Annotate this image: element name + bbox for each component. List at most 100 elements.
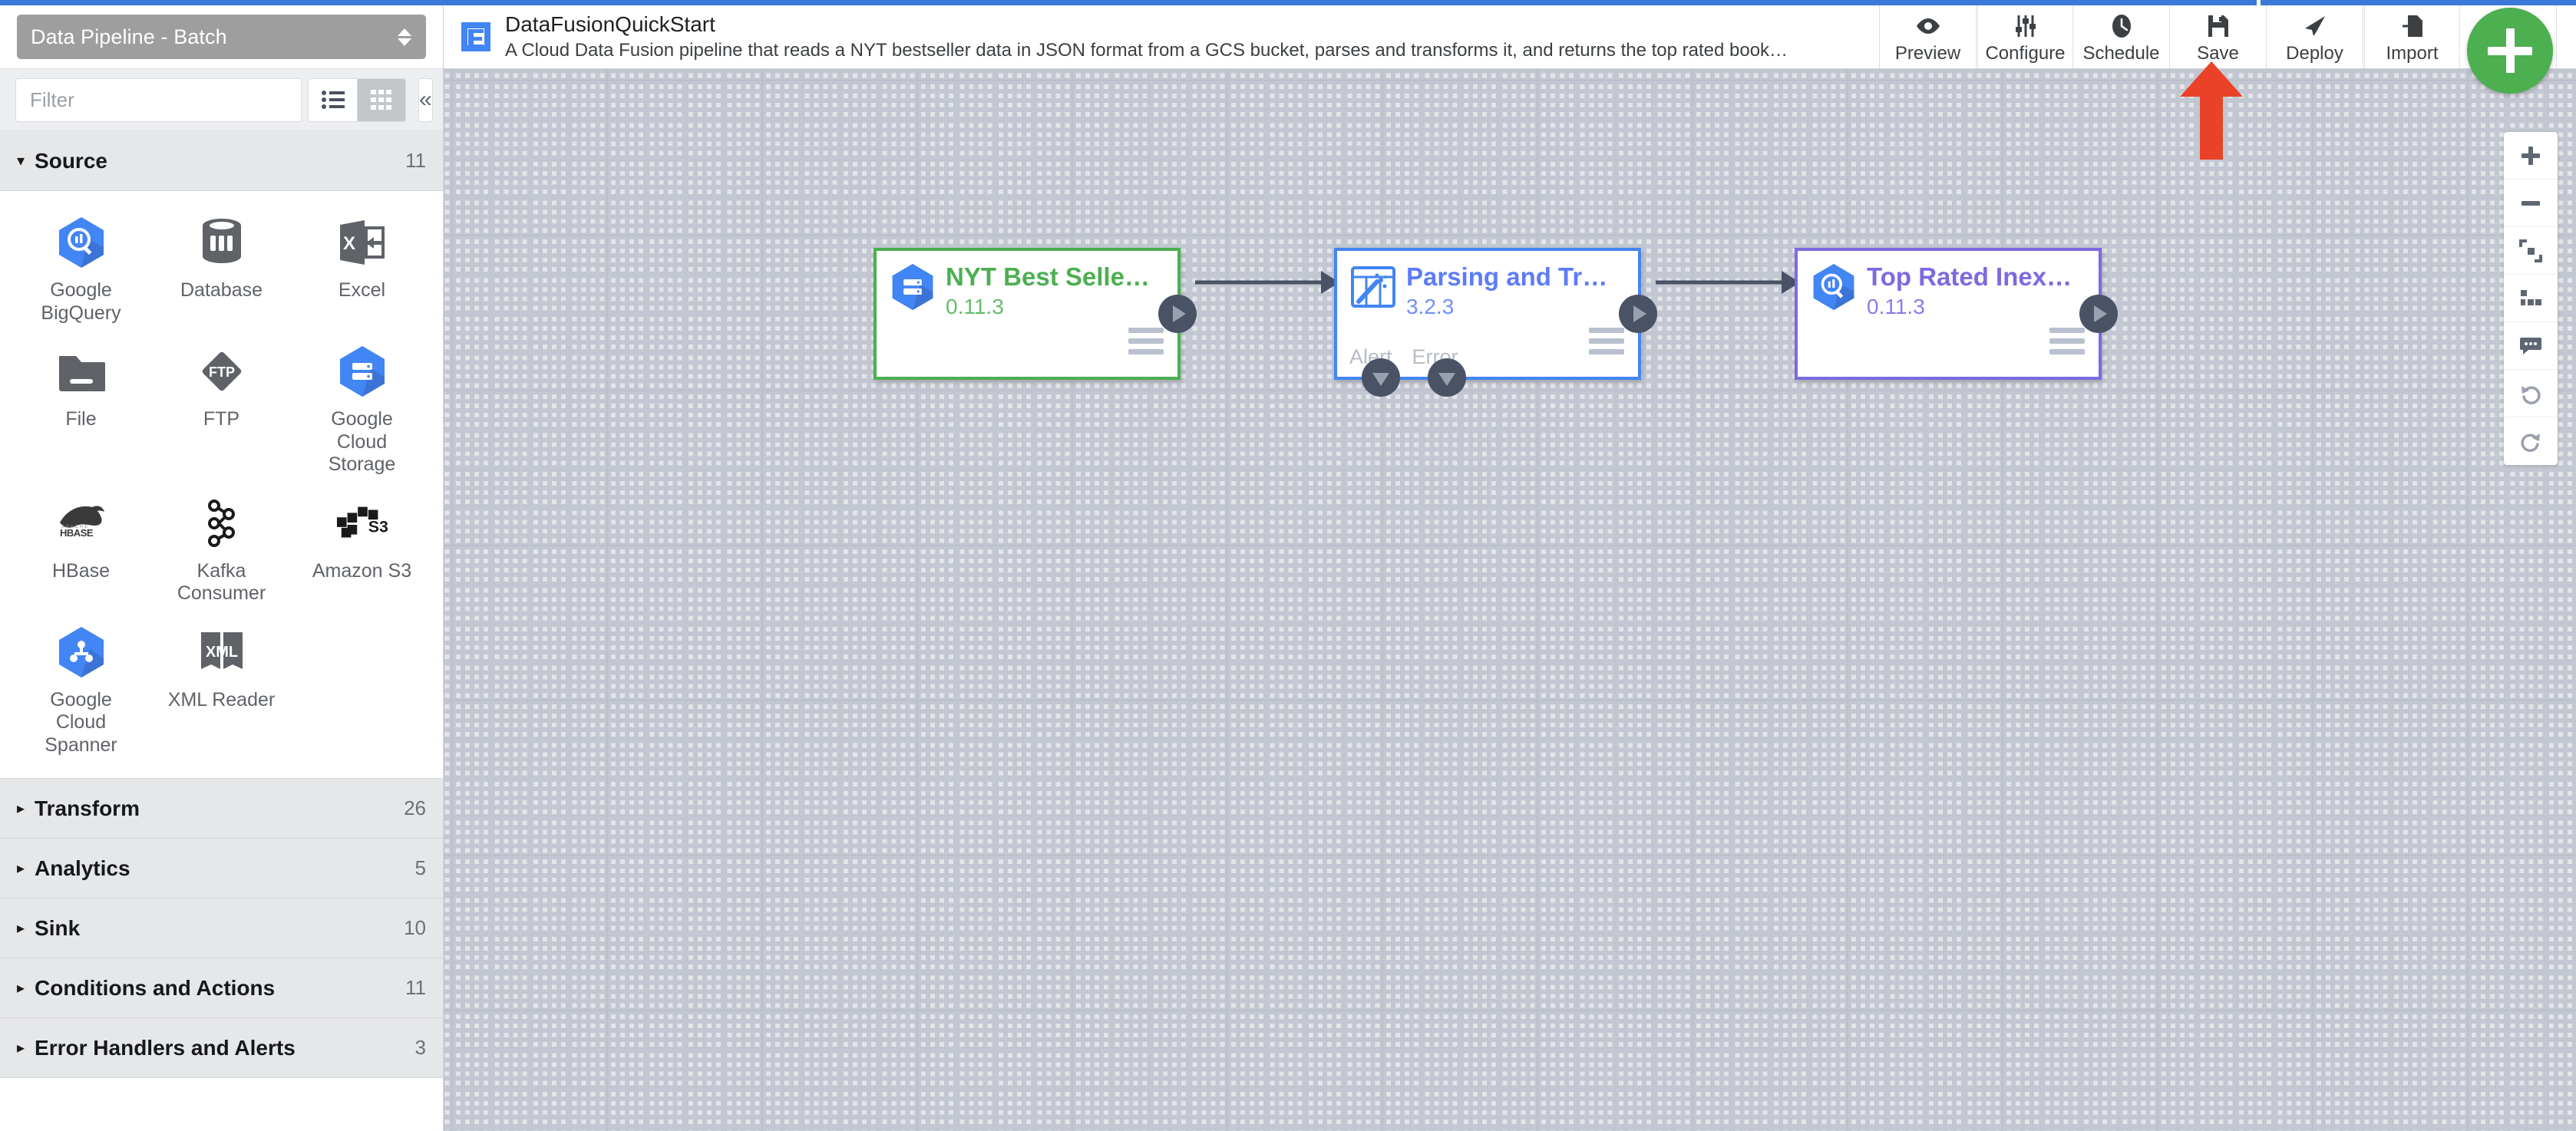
node-version: 0.11.3 bbox=[1867, 294, 1925, 318]
xml-reader-icon: XML bbox=[195, 625, 249, 679]
google-cloud-storage-icon bbox=[892, 263, 933, 311]
plus-icon bbox=[2522, 146, 2540, 165]
pipeline-canvas[interactable]: NYT Best Selle… 0.11.3 Parsing and Tr… 3… bbox=[444, 69, 2576, 1131]
node-error-port[interactable] bbox=[1428, 358, 1466, 397]
fit-screen-icon bbox=[2519, 239, 2542, 262]
deploy-button[interactable]: Deploy bbox=[2266, 5, 2363, 68]
plugin-hbase[interactable]: HBASE APACHE HBase bbox=[11, 489, 151, 612]
google-bigquery-icon bbox=[54, 216, 108, 269]
node-output-port[interactable] bbox=[2079, 295, 2118, 333]
plugin-kafka-consumer[interactable]: Kafka Consumer bbox=[151, 489, 292, 612]
node-header: Parsing and Tr… 3.2.3 bbox=[1337, 251, 1638, 320]
chevron-double-left-icon: « bbox=[419, 87, 432, 112]
import-file-icon bbox=[2402, 13, 2423, 39]
google-bigquery-icon bbox=[1813, 263, 1854, 311]
node-header: NYT Best Selle… 0.11.3 bbox=[877, 251, 1177, 320]
section-count: 26 bbox=[404, 796, 426, 819]
pipeline-node-nyt-best-sellers[interactable]: NYT Best Selle… 0.11.3 bbox=[874, 248, 1197, 380]
button-label: Configure bbox=[1985, 42, 2066, 64]
import-button[interactable]: Import bbox=[2363, 5, 2459, 68]
fit-to-screen-button[interactable] bbox=[2504, 227, 2558, 275]
node-title: Parsing and Tr… bbox=[1406, 262, 1608, 291]
node-version: 0.11.3 bbox=[946, 294, 1004, 318]
sidebar-section-source[interactable]: ▾ Source 11 bbox=[0, 131, 443, 191]
section-label: Analytics bbox=[35, 856, 130, 880]
data-fusion-logo-icon bbox=[461, 22, 490, 51]
plugin-amazon-s3[interactable]: S3 Amazon S3 bbox=[292, 489, 432, 612]
chevron-right-icon: ▸ bbox=[17, 1039, 25, 1057]
plugin-xml-reader[interactable]: XML XML Reader bbox=[151, 618, 292, 763]
kafka-icon bbox=[195, 496, 249, 550]
plugin-database[interactable]: Database bbox=[151, 208, 292, 331]
plugin-file[interactable]: File bbox=[11, 337, 151, 483]
plugin-label: Excel bbox=[338, 279, 386, 301]
redo-button[interactable] bbox=[2504, 417, 2558, 465]
svg-text:S3: S3 bbox=[368, 517, 388, 536]
hamburger-menu-icon[interactable] bbox=[1128, 328, 1164, 360]
plugin-label: HBase bbox=[51, 559, 111, 582]
undo-button[interactable] bbox=[2504, 370, 2558, 417]
pipeline-type-select[interactable]: Data Pipeline - Batch bbox=[17, 15, 426, 59]
zoom-in-button[interactable] bbox=[2504, 132, 2558, 180]
button-label: Preview bbox=[1894, 42, 1961, 64]
preview-button[interactable]: Preview bbox=[1879, 5, 1976, 68]
plugin-label: File bbox=[65, 408, 97, 430]
plugin-ftp[interactable]: FTP FTP bbox=[151, 337, 292, 483]
sidebar-section-error-handlers-and-alerts[interactable]: ▸ Error Handlers and Alerts 3 bbox=[0, 1018, 443, 1078]
section-label: Transform bbox=[35, 796, 140, 820]
save-button[interactable]: Save bbox=[2169, 5, 2266, 68]
configure-button[interactable]: Configure bbox=[1976, 5, 2072, 68]
chevron-right-icon: ▸ bbox=[17, 979, 25, 997]
svg-text:FTP: FTP bbox=[209, 364, 235, 380]
pipeline-node-top-rated-inexpensive[interactable]: Top Rated Inex… 0.11.3 bbox=[1795, 248, 2118, 380]
apache-hbase-icon: HBASE APACHE bbox=[54, 496, 108, 550]
node-output-port[interactable] bbox=[1619, 295, 1657, 333]
section-count: 3 bbox=[414, 1036, 426, 1059]
zoom-out-button[interactable] bbox=[2504, 180, 2558, 227]
sidebar-collapse-button[interactable]: « bbox=[418, 77, 433, 122]
redo-icon bbox=[2521, 434, 2540, 452]
top-accent-bar bbox=[0, 0, 2576, 5]
node-header: Top Rated Inex… 0.11.3 bbox=[1798, 251, 2099, 320]
sidebar-section-conditions-and-actions[interactable]: ▸ Conditions and Actions 11 bbox=[0, 958, 443, 1018]
schedule-button[interactable]: Schedule bbox=[2072, 5, 2169, 68]
plugin-excel[interactable]: X Excel bbox=[292, 208, 432, 331]
comments-button[interactable] bbox=[2504, 322, 2558, 370]
svg-text:XML: XML bbox=[205, 644, 237, 661]
chevron-right-icon: ▸ bbox=[17, 919, 25, 937]
plugin-label: Google Cloud Spanner bbox=[45, 688, 117, 756]
canvas-tool-strip bbox=[2504, 132, 2558, 465]
undo-icon bbox=[2522, 385, 2541, 404]
chevron-right-icon: ▸ bbox=[17, 859, 25, 877]
source-plugin-grid: Google BigQuery Database bbox=[0, 191, 443, 779]
chevron-down-icon: ▾ bbox=[17, 152, 25, 170]
button-label: Import bbox=[2386, 42, 2439, 64]
grid-view-icon bbox=[371, 90, 391, 110]
hamburger-menu-icon[interactable] bbox=[1589, 328, 1624, 360]
svg-text:APACHE: APACHE bbox=[61, 525, 89, 529]
sidebar-section-transform[interactable]: ▸ Transform 26 bbox=[0, 779, 443, 839]
list-view-button[interactable] bbox=[308, 77, 357, 122]
node-alert-port[interactable] bbox=[1362, 358, 1400, 397]
align-nodes-button[interactable] bbox=[2504, 275, 2558, 322]
node-output-port[interactable] bbox=[1158, 295, 1197, 333]
node-title: Top Rated Inex… bbox=[1867, 262, 2072, 291]
pipeline-node-parsing-and-transform[interactable]: Parsing and Tr… 3.2.3 Alert Error bbox=[1334, 248, 1657, 397]
plugin-google-cloud-storage[interactable]: Google Cloud Storage bbox=[292, 337, 432, 483]
grid-view-button[interactable] bbox=[357, 77, 406, 122]
section-label: Error Handlers and Alerts bbox=[35, 1035, 296, 1060]
node-version: 3.2.3 bbox=[1406, 294, 1455, 318]
sidebar-section-sink[interactable]: ▸ Sink 10 bbox=[0, 899, 443, 958]
pipeline-type-label: Data Pipeline - Batch bbox=[31, 25, 227, 48]
google-cloud-spanner-icon bbox=[54, 625, 108, 679]
plugin-google-bigquery[interactable]: Google BigQuery bbox=[11, 208, 151, 331]
pipeline-meta: DataFusionQuickStart A Cloud Data Fusion… bbox=[444, 5, 1879, 68]
section-count: 11 bbox=[405, 149, 426, 172]
section-count: 10 bbox=[404, 916, 426, 939]
plugin-google-cloud-spanner[interactable]: Google Cloud Spanner bbox=[11, 618, 151, 763]
filter-input[interactable] bbox=[15, 77, 302, 122]
hamburger-menu-icon[interactable] bbox=[2049, 328, 2085, 360]
sidebar-section-analytics[interactable]: ▸ Analytics 5 bbox=[0, 839, 443, 899]
add-plugin-fab-button[interactable] bbox=[2467, 8, 2553, 94]
plugin-label: Database bbox=[180, 279, 263, 301]
